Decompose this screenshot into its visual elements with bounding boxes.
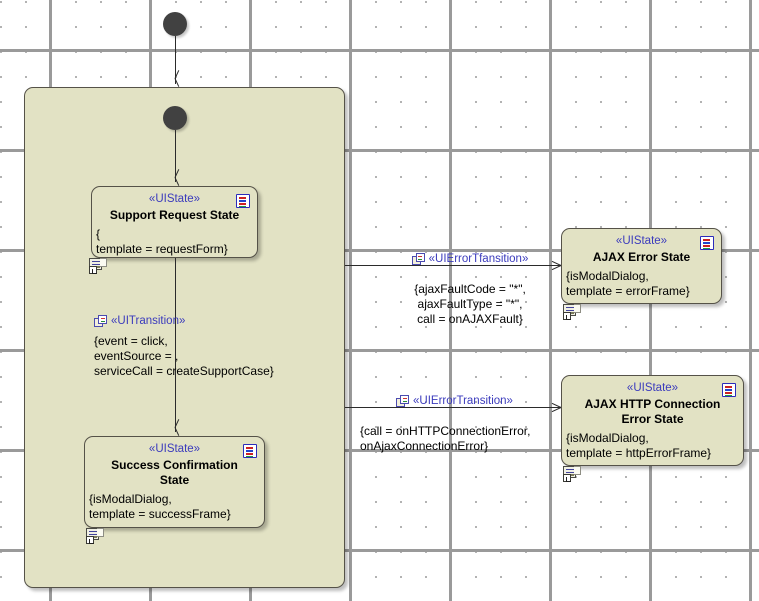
transition-line-to-ajax-error-state — [345, 265, 561, 266]
state-success-confirmation-state[interactable]: «UIState» Success Confirmation State {is… — [84, 436, 265, 528]
initial-node-inner[interactable] — [163, 106, 187, 130]
transition-stereotype-label: «UIErrorTransition» — [413, 395, 513, 407]
transition-icon — [411, 253, 425, 266]
transition-body-label: {event = click, eventSource = , serviceC… — [94, 334, 274, 378]
transition-label-ui-transition[interactable]: «UITransition» {event = click, eventSour… — [94, 314, 274, 379]
transition-icon — [94, 315, 107, 328]
transition-stereotype-label: «UITransition» — [111, 315, 186, 327]
state-name-label: Success Confirmation State — [111, 458, 238, 487]
transition-body-label: {call = onHTTPConnectionError, onAjaxCon… — [360, 424, 531, 453]
state-name-label: AJAX Error State — [592, 250, 691, 264]
stereotype-label: «UIState» — [626, 382, 679, 394]
document-shortcut-icon-ajax-error[interactable] — [563, 304, 581, 320]
transition-stereotype-row: «UIErrorTfansition» — [385, 252, 555, 267]
transition-label-ui-error-transition-http[interactable]: «UIErrorTransition» {call = onHTTPConnec… — [352, 394, 557, 454]
state-properties-label: {isModalDialog, template = successFrame} — [89, 492, 231, 521]
transition-stereotype-row: «UITransition» — [94, 314, 274, 329]
document-shortcut-icon-ajax-http-error[interactable] — [563, 466, 581, 482]
state-properties-label: {isModalDialog, template = httpErrorFram… — [566, 431, 712, 460]
state-ajax-error-state[interactable]: «UIState» AJAX Error State {isModalDialo… — [561, 228, 722, 304]
transition-stereotype-row: «UIErrorTransition» — [352, 394, 557, 409]
document-shortcut-icon-support-request[interactable] — [89, 258, 107, 274]
state-properties-label: {isModalDialog, template = errorFrame} — [566, 269, 690, 298]
list-icon[interactable] — [243, 444, 257, 458]
transition-icon — [396, 395, 410, 408]
initial-node-outer[interactable] — [163, 12, 187, 36]
state-ajax-http-connection-error-state[interactable]: «UIState» AJAX HTTP Connection Error Sta… — [561, 375, 744, 466]
transition-line-outer-initial — [175, 36, 176, 84]
transition-stereotype-label: «UIErrorTfansition» — [428, 253, 529, 265]
stereotype-label: «UIState» — [615, 235, 668, 247]
transition-line-inner-initial — [175, 130, 176, 182]
stereotype-label: «UIState» — [148, 443, 201, 455]
list-icon[interactable] — [700, 236, 714, 250]
transition-line-support-to-success — [175, 258, 176, 432]
stereotype-label: «UIState» — [148, 193, 201, 205]
state-support-request-state[interactable]: «UIState» Support Request State { templa… — [91, 186, 258, 258]
state-name-label: Support Request State — [109, 208, 240, 222]
list-icon[interactable] — [722, 383, 736, 397]
transition-body-label: {ajaxFaultCode = "*", ajaxFaultType = "*… — [414, 282, 526, 326]
transition-label-ui-error-transition-ajax-fault[interactable]: «UIErrorTfansition» {ajaxFaultCode = "*"… — [385, 252, 555, 327]
state-properties-label: { template = requestForm} — [96, 227, 228, 256]
state-name-label: AJAX HTTP Connection Error State — [584, 397, 721, 426]
transition-line-to-ajax-http-connection-error-state — [345, 407, 561, 408]
document-shortcut-icon-success-confirmation[interactable] — [86, 528, 104, 544]
list-icon[interactable] — [236, 194, 250, 208]
